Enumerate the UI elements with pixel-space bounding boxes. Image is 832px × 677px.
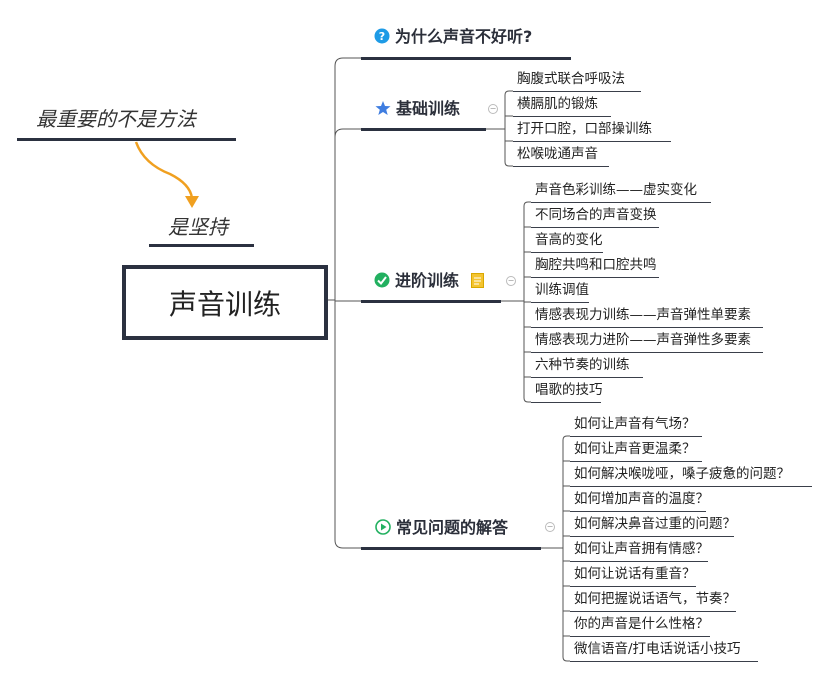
branch-title: 常见问题的解答 <box>396 518 509 537</box>
leaf-underline <box>531 277 659 278</box>
central-topic-title: 声音训练 <box>168 287 281 321</box>
leaf-underline <box>570 461 702 462</box>
branch-underline <box>361 128 486 131</box>
leaf-topic[interactable]: 如何让声音有气场？ <box>574 416 696 432</box>
collapse-toggle[interactable]: − <box>488 104 498 114</box>
leaf-topic[interactable]: 如何让声音拥有情感？ <box>574 541 709 557</box>
trunk-to-branch-basic <box>334 128 361 300</box>
quote-arrow <box>134 141 199 208</box>
quote-line2-underline <box>149 244 254 247</box>
leaf-connector <box>504 90 513 96</box>
leaf-topic[interactable]: 胸腹式联合呼吸法 <box>517 71 625 87</box>
leaf-topic[interactable]: 情感表现力进阶——声音弹性多要素 <box>535 332 751 348</box>
leaf-topic[interactable]: 声音色彩训练——虚实变化 <box>535 182 697 198</box>
note-icon[interactable] <box>470 273 484 288</box>
branch-faq[interactable]: 常见问题的解答 <box>375 518 508 538</box>
leaf-underline <box>570 436 702 437</box>
leaf-topic[interactable]: 音高的变化 <box>535 232 603 248</box>
branch-underline <box>361 57 571 60</box>
play-icon <box>375 519 391 535</box>
branch-basic[interactable]: 基础训练 <box>375 99 460 119</box>
leaf-topic[interactable]: 横膈肌的锻炼 <box>517 96 598 112</box>
leaf-topic[interactable]: 打开口腔，口部操训练 <box>517 121 652 137</box>
leaf-underline <box>570 586 696 587</box>
leaf-topic[interactable]: 如何让声音更温柔？ <box>574 441 696 457</box>
leaf-underline <box>531 377 643 378</box>
leaf-underline <box>513 141 671 142</box>
leaf-topic[interactable]: 松喉咙通声音 <box>517 146 598 162</box>
collapse-toggle[interactable]: − <box>545 522 555 532</box>
trunk-to-branch-why <box>334 57 361 300</box>
svg-text:?: ? <box>379 30 385 43</box>
leaf-underline <box>570 536 734 537</box>
leaf-topic[interactable]: 如何把握说话语气，节奏？ <box>574 591 736 607</box>
leaf-topic[interactable]: 情感表现力训练——声音弹性单要素 <box>535 307 751 323</box>
leaf-underline <box>531 327 763 328</box>
leaf-topic[interactable]: 唱歌的技巧 <box>535 382 603 398</box>
leaf-topic[interactable]: 六种节奏的训练 <box>535 357 630 373</box>
leaf-underline <box>570 636 710 637</box>
leaf-topic[interactable]: 训练调值 <box>535 282 589 298</box>
leaf-underline <box>531 227 659 228</box>
branch-title: 为什么声音不好听? <box>395 27 533 46</box>
branch-why-bad[interactable]: ? 为什么声音不好听? <box>374 27 532 47</box>
leaf-connector <box>523 201 531 207</box>
leaf-underline <box>531 352 763 353</box>
trunk-to-branch-faq <box>334 300 361 549</box>
quote-line1: 最重要的不是方法 <box>36 107 196 131</box>
leaf-underline <box>531 252 603 253</box>
leaf-topic[interactable]: 如何解决鼻音过重的问题？ <box>574 516 736 532</box>
leaf-underline <box>531 402 601 403</box>
leaf-underline <box>570 561 708 562</box>
leaf-topic[interactable]: 如何解决喉咙哑，嗓子疲惫的问题？ <box>574 466 790 482</box>
quote-line2: 是坚持 <box>168 215 228 239</box>
leaf-underline <box>513 91 641 92</box>
branch-advanced[interactable]: 进阶训练 <box>374 271 489 291</box>
leaf-topic[interactable]: 不同场合的声音变换 <box>535 207 657 223</box>
leaf-connector <box>562 656 570 662</box>
leaf-underline <box>570 661 758 662</box>
central-topic[interactable]: 声音训练 <box>122 265 328 340</box>
leaf-connector <box>523 397 531 403</box>
leaf-topic[interactable]: 如何让说话有重音？ <box>574 566 696 582</box>
collapse-toggle[interactable]: − <box>506 276 516 286</box>
leaf-topic[interactable]: 胸腔共鸣和口腔共鸣 <box>535 257 657 273</box>
leaf-topic[interactable]: 微信语音/打电话说话小技巧 <box>574 641 741 657</box>
leaf-underline <box>531 202 711 203</box>
leaf-underline <box>570 486 812 487</box>
leaf-topic[interactable]: 你的声音是什么性格？ <box>574 616 709 632</box>
question-icon: ? <box>374 28 390 44</box>
leaf-underline <box>513 166 609 167</box>
branch-underline <box>361 300 501 303</box>
branch-underline <box>361 547 541 550</box>
star-icon <box>375 101 391 115</box>
leaf-connector <box>562 435 570 441</box>
leaf-underline <box>570 511 706 512</box>
quote-line1-underline <box>17 138 236 141</box>
leaf-underline <box>513 116 611 117</box>
leaf-connector <box>504 161 513 167</box>
branch-title: 基础训练 <box>396 99 461 118</box>
leaf-underline <box>570 611 736 612</box>
branch-title: 进阶训练 <box>395 271 460 290</box>
check-icon <box>374 272 390 288</box>
leaf-topic[interactable]: 如何增加声音的温度？ <box>574 491 709 507</box>
leaf-underline <box>531 302 589 303</box>
